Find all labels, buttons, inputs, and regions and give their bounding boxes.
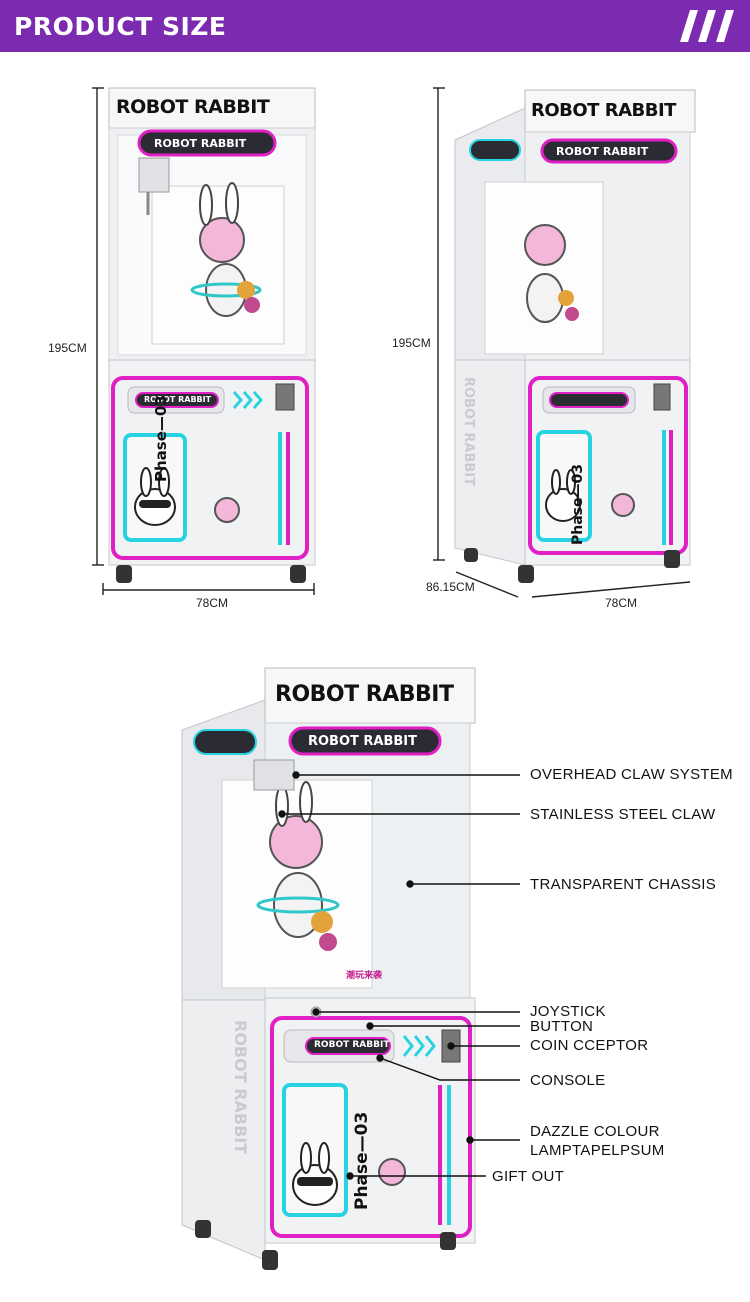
callout-button: BUTTON — [530, 1018, 594, 1035]
detail-sign-brand: ROBOT RABBIT — [275, 682, 454, 707]
front-marquee-brand: ROBOT RABBIT — [154, 137, 247, 150]
front-width-dimension — [102, 583, 315, 595]
front-height-dimension — [92, 87, 104, 566]
callout-gift-out: GIFT OUT — [492, 1168, 565, 1185]
detail-side-lower — [181, 999, 266, 1261]
callout-stainless-steel-claw: STAINLESS STEEL CLAW — [530, 806, 716, 823]
angled-width-dimension — [531, 581, 691, 598]
detail-chinese-text: 潮玩来袭 — [346, 971, 383, 981]
detail-side-brand: ROBOT RABBIT — [231, 1020, 250, 1155]
front-console-brand: ROBOT RABBIT — [144, 395, 212, 404]
header-banner: PRODUCT SIZE — [0, 0, 750, 52]
angled-width-label: 78CM — [605, 596, 638, 610]
triple-slash-icon — [680, 10, 734, 42]
page-title: PRODUCT SIZE — [14, 12, 227, 41]
callout-lamp-tape: LAMPTAPELPSUM — [530, 1142, 665, 1159]
detail-console-brand: ROBOT RABBIT — [314, 1040, 390, 1050]
detail-marquee-brand: ROBOT RABBIT — [308, 734, 418, 749]
callout-coin-acceptor: COIN CCEPTOR — [530, 1037, 649, 1054]
detail-gift-out — [282, 1083, 348, 1217]
callout-dazzle-colour: DAZZLE COLOUR — [530, 1123, 660, 1140]
front-height-label: 195CM — [48, 341, 87, 355]
angled-height-dimension — [433, 87, 445, 561]
angled-phase-text: Phase—03 — [570, 464, 586, 545]
front-poster — [151, 185, 285, 345]
angled-height-label: 195CM — [392, 336, 431, 350]
detail-glass — [264, 722, 471, 999]
angled-side-brand: ROBOT RABBIT — [461, 377, 476, 487]
callout-leaders — [278, 771, 520, 1180]
front-width-label: 78CM — [196, 596, 229, 610]
callout-console: CONSOLE — [530, 1072, 606, 1089]
angled-sign-brand: ROBOT RABBIT — [531, 100, 676, 121]
angled-depth-label: 86.15CM — [426, 580, 475, 594]
detail-poster — [221, 779, 373, 989]
angled-marquee-brand: ROBOT RABBIT — [556, 145, 649, 158]
callout-transparent-chassis: TRANSPARENT CHASSIS — [530, 876, 717, 893]
front-lower-cabinet — [108, 359, 316, 566]
front-phase-text: Phase—03 — [152, 395, 170, 482]
callout-overhead-claw-system: OVERHEAD CLAW SYSTEM — [530, 766, 733, 783]
front-glass-frame — [108, 127, 316, 361]
detail-phase-text: Phase—03 — [352, 1111, 372, 1210]
front-sign-brand: ROBOT RABBIT — [116, 96, 270, 118]
detail-side-upper — [181, 699, 266, 1001]
angled-side-upper — [454, 107, 526, 361]
callout-joystick: JOYSTICK — [530, 1003, 606, 1020]
